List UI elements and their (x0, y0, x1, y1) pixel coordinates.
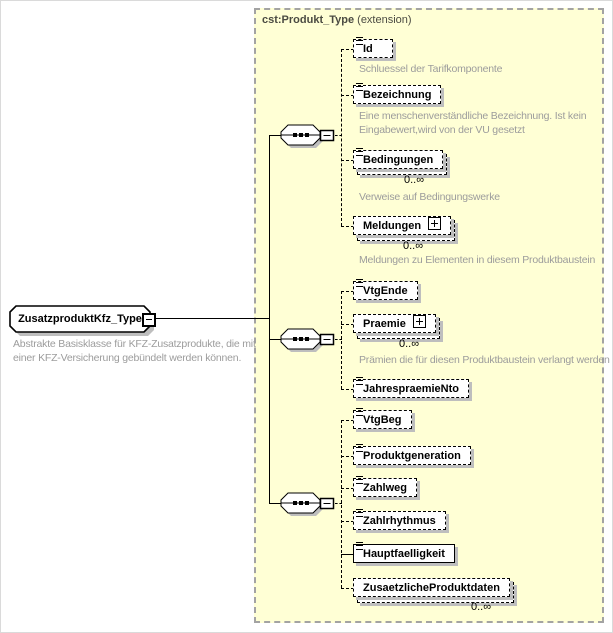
element-name: ZusaetzlicheProduktdaten (353, 578, 510, 597)
element-vtgbeg[interactable]: VtgBeg (353, 408, 412, 431)
element-name: VtgBeg (353, 408, 412, 429)
root-element-shape (9, 305, 154, 336)
connector (335, 503, 342, 504)
connector (341, 49, 354, 50)
element-name: Meldungen (363, 220, 422, 232)
connector-group-3 (341, 420, 342, 588)
element-name: Hauptfaelligkeit (353, 542, 455, 563)
connector-stub-2 (269, 339, 282, 340)
element-name: Zahlweg (353, 476, 418, 497)
root-annotation: Abstrakte Basisklasse für KFZ-Zusatzprod… (13, 338, 256, 364)
connector (341, 389, 354, 390)
annotation-text: Schluessel der Tarifkomponente (359, 63, 503, 75)
occurrence-label: 0..∞ (399, 338, 420, 350)
element-jahrespraemient[interactable]: JahrespraemieNto (353, 377, 469, 400)
connector-stub-1 (269, 135, 282, 136)
element-name: Zahlrhythmus (353, 509, 446, 530)
connector-root (156, 318, 270, 319)
element-vtgende[interactable]: VtgEnde (353, 279, 418, 302)
root-element[interactable]: ZusatzproduktKfz_Type (9, 305, 173, 341)
connector (335, 135, 342, 136)
element-id[interactable]: Id (353, 37, 393, 60)
element-hauptfaelligkeit[interactable]: Hauptfaelligkeit (353, 542, 455, 565)
connector (341, 488, 354, 489)
connector (341, 588, 354, 589)
element-name: Bezeichnung (353, 83, 442, 104)
connector (341, 521, 354, 522)
element-name: Bedingungen (353, 148, 444, 169)
sequence-icon-1[interactable] (279, 123, 337, 151)
expand-icon[interactable] (412, 315, 426, 328)
connector (335, 339, 342, 340)
connector-group-1 (341, 49, 342, 226)
extension-suffix: (extension) (354, 14, 412, 26)
sequence-icon-3[interactable] (279, 491, 337, 519)
connector (341, 420, 354, 421)
root-element-name: ZusatzproduktKfz_Type (18, 313, 142, 325)
annotation-text: Prämien die für diesen Produktbaustein v… (359, 354, 610, 366)
extension-title: cst:Produkt_Type (extension) (262, 14, 412, 26)
connector (341, 291, 354, 292)
occurrence-label: 0..∞ (471, 601, 492, 613)
connector (341, 160, 354, 161)
connector-stub-3 (269, 503, 282, 504)
connector (341, 226, 354, 227)
element-bedingungen[interactable]: Bedingungen (353, 148, 448, 175)
element-name: JahrespraemieNto (353, 377, 469, 398)
element-zusaetzlicheproduktdaten[interactable]: ZusaetzlicheProduktdaten (353, 578, 514, 603)
sequence-icon-2[interactable] (279, 327, 337, 355)
expand-icon[interactable] (428, 217, 442, 230)
connector (341, 324, 354, 325)
connector-trunk (269, 135, 270, 503)
occurrence-label: 0..∞ (404, 174, 425, 186)
element-name: VtgEnde (353, 279, 418, 300)
element-zahlrhythmus[interactable]: Zahlrhythmus (353, 509, 446, 532)
occurrence-label: 0..∞ (403, 240, 424, 252)
connector-required (341, 554, 354, 555)
connector (341, 456, 354, 457)
connector (341, 95, 354, 96)
element-name: Id (353, 37, 393, 58)
element-name: Praemie (363, 318, 406, 330)
element-praemie[interactable]: Praemie (353, 314, 440, 339)
extension-type-name: cst:Produkt_Type (262, 14, 355, 26)
annotation-text: Eine menschenverständliche Bezeichnung. … (359, 110, 587, 136)
collapse-icon[interactable] (142, 313, 156, 327)
annotation-text: Verweise auf Bedingungswerke (359, 191, 500, 203)
element-name: Produktgeneration (353, 444, 471, 465)
annotation-text: Meldungen zu Elementen in diesem Produkt… (359, 254, 596, 266)
connector-group-2 (341, 291, 342, 389)
element-bezeichnung[interactable]: Bezeichnung (353, 83, 442, 106)
element-meldungen[interactable]: Meldungen (353, 216, 456, 241)
element-zahlweg[interactable]: Zahlweg (353, 476, 418, 499)
element-produktgeneration[interactable]: Produktgeneration (353, 444, 471, 467)
